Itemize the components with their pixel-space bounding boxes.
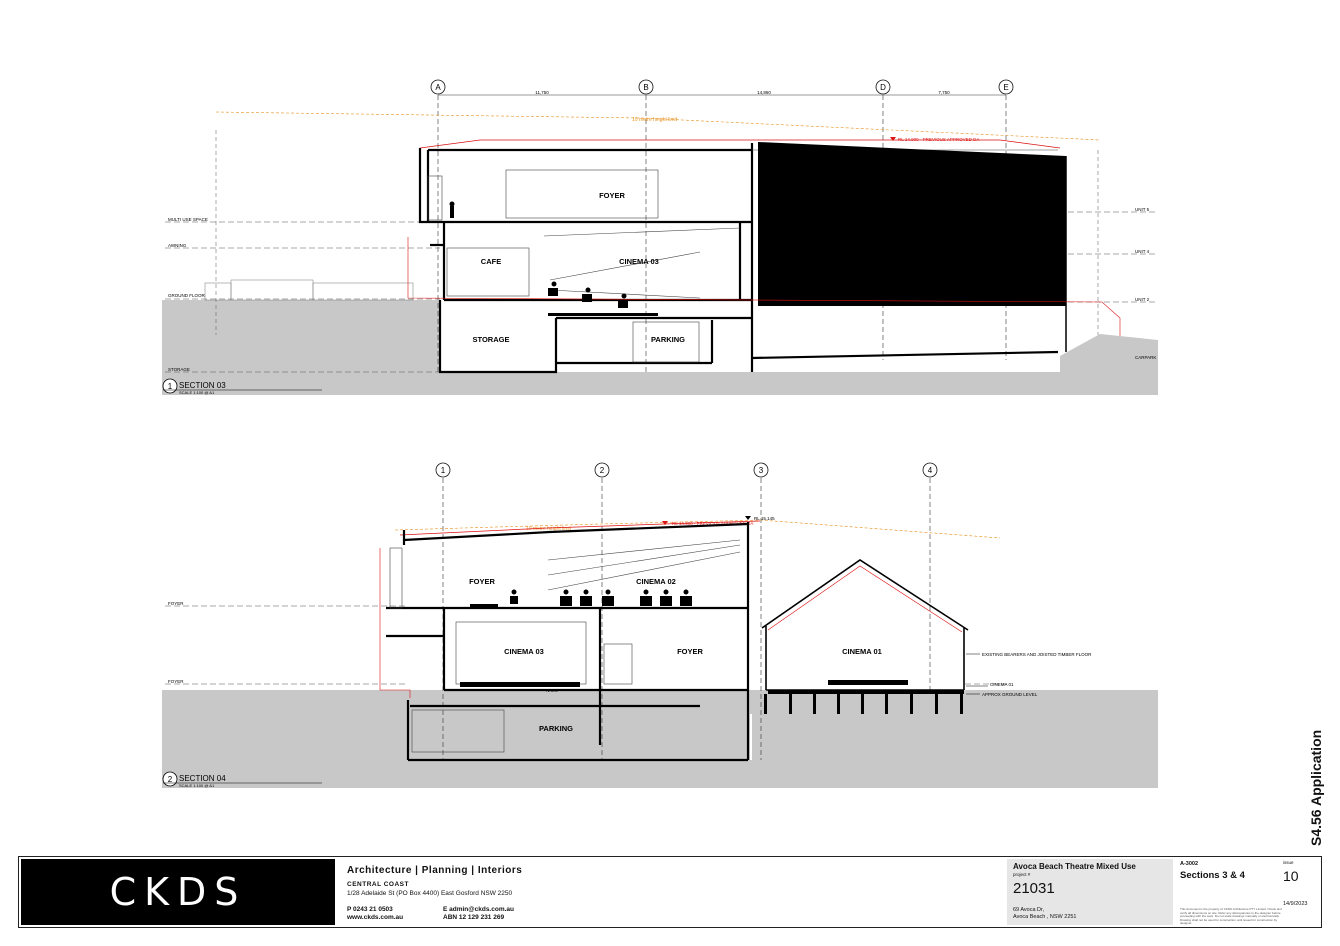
section-scale: SCALE 1:100 @ A1	[179, 390, 215, 395]
room-label: PARKING	[539, 724, 573, 733]
height-limit-note: 10 metre height limit	[526, 526, 572, 532]
grid-label: D	[880, 83, 886, 92]
height-limit-note: 10 metre height limit	[632, 117, 678, 123]
grid-bubble-d	[875, 79, 891, 95]
rl-top: RL 15.145	[754, 516, 775, 521]
level-label: AWNING	[168, 243, 187, 248]
level-label: FOYER	[168, 601, 184, 606]
project-number: 21031	[1013, 880, 1055, 897]
abn: ABN 12 129 231 269	[443, 914, 505, 921]
email-link[interactable]: E admin@ckds.com.au	[443, 906, 514, 913]
section-number: 2	[168, 775, 173, 784]
level-label: GROUND FLOOR	[168, 293, 206, 298]
drawing-number: A-3002	[1180, 861, 1199, 867]
phone: P 0243 21 0503	[347, 906, 393, 913]
website-link[interactable]: www.ckds.com.au	[347, 914, 404, 921]
room-label: FOYER	[469, 577, 495, 586]
room-label: STORAGE	[473, 335, 510, 344]
issue-date: 14/9/2023	[1283, 901, 1308, 907]
grid-label: 4	[928, 466, 933, 475]
grid-bubble-4	[922, 462, 938, 478]
annotation: EXISTING BEARERS AND JOISTED TIMBER FLOO…	[982, 652, 1092, 657]
drawing-title: Sections 3 & 4	[1180, 870, 1245, 881]
dimension-label: 7,750	[938, 90, 950, 95]
section-number: 1	[168, 382, 173, 391]
room-label: CINEMA 02	[636, 577, 676, 586]
section-scale: SCALE 1:100 @ A1	[179, 783, 215, 788]
room-label: CINEMA 03	[619, 257, 659, 266]
room-label: CINEMA 03	[504, 647, 544, 656]
dimension-label: 14,860	[757, 90, 771, 95]
site-address-line-1: 69 Avoca Dr,	[1013, 907, 1045, 913]
section-title: SECTION 03	[179, 381, 226, 390]
grid-bubble-2	[594, 462, 610, 478]
level-label: UNIT 5	[1135, 207, 1150, 212]
ngl-label: N.G.L	[546, 688, 558, 693]
firm-services: Architecture | Planning | Interiors	[347, 865, 523, 876]
issue-label: issue	[1283, 860, 1294, 865]
room-label: FOYER	[599, 191, 625, 200]
level-label: UNIT 4	[1135, 249, 1150, 254]
disclaimer: This document is the property of CKDS Ar…	[1180, 907, 1282, 926]
cinema-01-roof	[761, 559, 969, 631]
annotation: CINEMA 01	[990, 682, 1014, 687]
annotation: APPROX GROUND LEVEL	[982, 692, 1038, 697]
logo-text: CKDS	[109, 870, 247, 914]
room-label: PARKING	[651, 335, 685, 344]
section-title: SECTION 04	[179, 774, 226, 783]
grid-bubble-b	[638, 79, 654, 95]
grid-label: 3	[759, 466, 764, 475]
grid-bubble-1	[435, 462, 451, 478]
logo: CKDS	[21, 859, 335, 925]
grid-label: 1	[441, 466, 446, 475]
level-label: STORAGE	[168, 367, 190, 372]
dimension-label: 11,750	[535, 90, 549, 95]
project-panel	[1007, 859, 1173, 925]
section-04-drawing: 1 2 3 4 10 metre height limit RL 14.900 …	[162, 462, 1158, 788]
title-block: CKDS Architecture | Planning | Interiors…	[18, 856, 1322, 928]
project-name: Avoca Beach Theatre Mixed Use	[1013, 862, 1136, 871]
cinema-block-dark	[758, 142, 1066, 306]
project-number-label: project #	[1013, 872, 1031, 877]
site-address-line-2: Avoca Beach , NSW 2251	[1013, 914, 1077, 920]
room-label: CINEMA 01	[842, 647, 882, 656]
status-stamp: S4.56 Application	[1308, 729, 1324, 846]
grid-bubble-e	[998, 79, 1014, 95]
grid-label: 2	[600, 466, 605, 475]
level-label: MULTI USE SPACE	[168, 217, 208, 222]
office-address: 1/28 Adelaide St (PO Box 4400) East Gosf…	[347, 890, 513, 897]
room-label: CAFE	[481, 257, 501, 266]
rl-note: RL 14.900 - PREVIOUS APPROVED DA	[898, 137, 979, 142]
grid-label: B	[643, 83, 648, 92]
grid-bubble-3	[753, 462, 769, 478]
issue-number: 10	[1283, 868, 1299, 884]
level-label: FOYER	[168, 679, 184, 684]
office-name: CENTRAL COAST	[347, 881, 409, 888]
level-label: CARPARK	[1135, 355, 1156, 360]
grid-label: A	[435, 83, 441, 92]
grid-bubble-a	[430, 79, 446, 95]
rl-note: RL 14.900 - PREVIOUS APPROVED DA	[672, 521, 753, 526]
level-label: UNIT 2	[1135, 297, 1150, 302]
grid-label: E	[1003, 83, 1008, 92]
room-label: FOYER	[677, 647, 703, 656]
section-03-drawing: A B D E 11,750 14,860 7,750 10 metre hei…	[162, 79, 1158, 395]
